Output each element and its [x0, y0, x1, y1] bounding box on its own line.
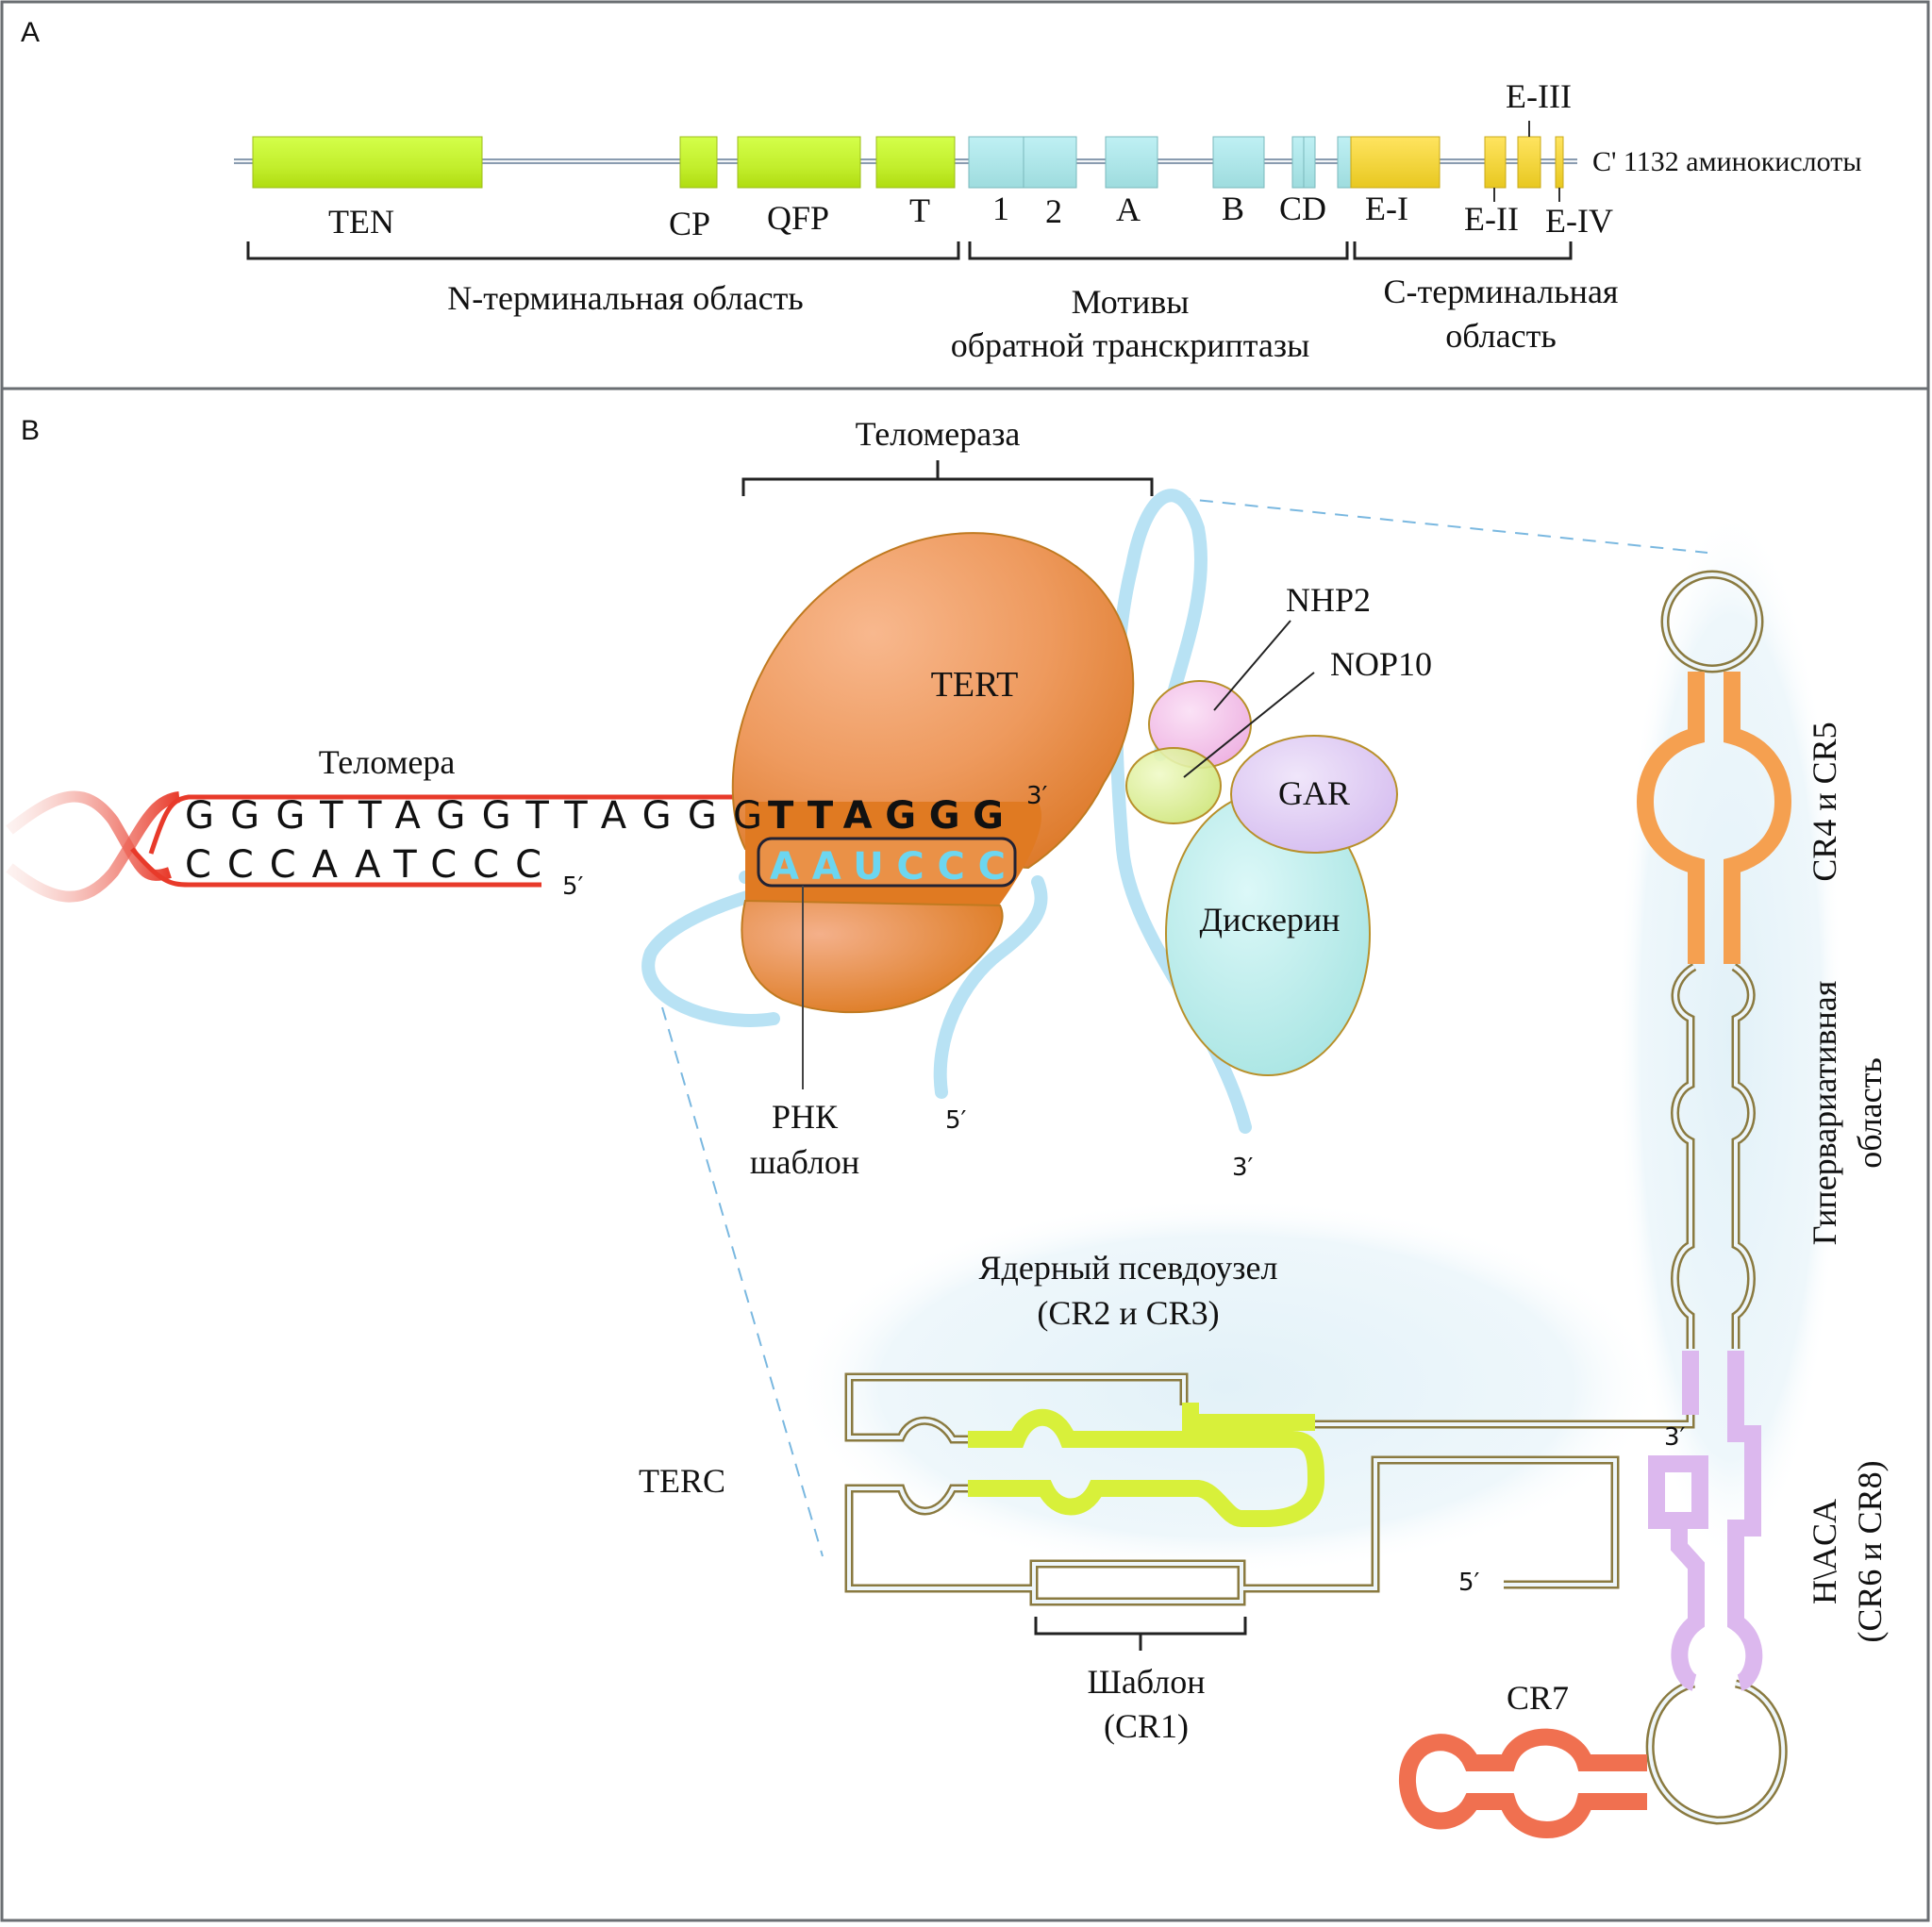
- domain-label: E-II: [1464, 200, 1519, 238]
- rt-motifs-label-2: обратной транскриптазы: [951, 326, 1310, 364]
- domain-e-iv: [1555, 136, 1564, 189]
- hypervariable-label-1: Гипервариативная: [1806, 981, 1843, 1246]
- domain-label: E-IV: [1545, 202, 1613, 240]
- nop10-label: NOP10: [1330, 645, 1432, 683]
- n-terminal-bracket: [246, 241, 960, 260]
- dyskerin-complex: GAR Дискерин NHP2 NOP10: [1125, 581, 1432, 1076]
- motif-e: [1337, 136, 1352, 189]
- dyskerin-label: Дискерин: [1200, 901, 1341, 939]
- domain-e-ii: [1484, 136, 1507, 189]
- cr7-domain: [1399, 1728, 1647, 1838]
- template-bracket: [1034, 1617, 1247, 1651]
- rna-5prime: 5′: [945, 1106, 967, 1135]
- rna-template-box: [757, 837, 1017, 888]
- c-terminus-label: C' 1132 аминокислоты: [1592, 146, 1862, 177]
- domain-label: E-III: [1506, 77, 1572, 115]
- gar-label: GAR: [1278, 774, 1350, 812]
- motif-a: [1105, 136, 1158, 189]
- c-terminal-label-1: С-терминальная: [1384, 273, 1619, 310]
- rna-template-label-1: РНК: [772, 1098, 839, 1136]
- telomerase-bracket: [741, 460, 1154, 496]
- motif-b: [1212, 136, 1265, 189]
- domain-e-iii: [1517, 136, 1541, 189]
- hypervariable-label-2: область: [1851, 1057, 1889, 1169]
- panel-a-letter: A: [21, 17, 40, 48]
- domain-label: CD: [1279, 190, 1326, 227]
- cr7-label: CR7: [1507, 1679, 1569, 1717]
- domain-e-i: [1350, 136, 1441, 189]
- domain-label: A: [1116, 191, 1141, 228]
- cr4-cr5-domain: [1636, 672, 1792, 964]
- domain-label: CP: [669, 205, 710, 242]
- haca-label-2: (CR6 и CR8): [1851, 1460, 1889, 1642]
- rna-template-label-2: шаблон: [750, 1143, 859, 1181]
- zoom-line-top: [1176, 497, 1708, 554]
- pseudoknot-label-2: (CR2 и CR3): [1037, 1294, 1219, 1332]
- terc-3prime: 3′: [1664, 1423, 1686, 1452]
- template-label-2: (CR1): [1104, 1707, 1189, 1745]
- pseudoknot-domain: [968, 1403, 1325, 1527]
- domain-ten: [252, 136, 483, 189]
- top-strand-3prime: 3′: [1026, 782, 1048, 810]
- domain-label: B: [1222, 190, 1244, 227]
- panel-b-letter: B: [21, 415, 40, 446]
- rna-3prime: 3′: [1232, 1154, 1254, 1182]
- cr4-cr5-label: CR4 и CR5: [1806, 722, 1843, 881]
- domain-cp: [679, 136, 718, 189]
- nhp2-label: NHP2: [1286, 581, 1371, 619]
- terc-structure: [844, 570, 1792, 1838]
- telomere-dna: [6, 790, 1009, 903]
- top-strand-plain: GGGTTAGGTTAGGG: [185, 794, 762, 838]
- rt-bracket: [968, 241, 1349, 260]
- terc-5prime: 5′: [1458, 1569, 1480, 1597]
- domain-label: E-I: [1365, 190, 1408, 227]
- c-terminal-label-2: область: [1445, 317, 1557, 355]
- zoom-line-bottom: [661, 1006, 824, 1557]
- domain-label: TEN: [328, 203, 394, 241]
- domain-label: 2: [1045, 192, 1062, 230]
- panel-b-frame: [0, 387, 1930, 1922]
- motif-2: [1023, 136, 1077, 189]
- pseudoknot-label-1: Ядерный псевдоузел: [979, 1249, 1278, 1287]
- telomerase-label: Теломераза: [856, 415, 1021, 453]
- tert-label: TERT: [931, 665, 1019, 705]
- telomere-label: Теломера: [319, 743, 456, 781]
- bottom-strand: CCCAATCCC: [185, 843, 541, 887]
- domain-t: [875, 136, 956, 189]
- tert-protein: TERT: [731, 532, 1135, 1014]
- domain-label: 1: [992, 190, 1009, 227]
- bottom-strand-5prime: 5′: [562, 872, 584, 901]
- panel-b: B Теломераза Теломера T: [6, 415, 1889, 1838]
- gar: [1230, 735, 1398, 854]
- rt-motifs-label-1: Мотивы: [1072, 283, 1190, 321]
- motif-1: [968, 136, 1024, 189]
- domain-qfp: [737, 136, 861, 189]
- panel-a: A TEN CP QFP T 1 2 A B CD: [21, 17, 1862, 364]
- haca-domain: [1648, 1351, 1763, 1691]
- n-terminal-label: N-терминальная область: [447, 279, 803, 317]
- template-label-1: Шаблон: [1088, 1663, 1206, 1701]
- domain-label: QFP: [767, 199, 829, 237]
- motif-c: [1291, 136, 1305, 189]
- haca-label-1: H\ACA: [1806, 1499, 1843, 1604]
- motif-d: [1303, 136, 1316, 189]
- terc-label: TERC: [639, 1462, 725, 1500]
- domain-label: T: [909, 191, 930, 229]
- c-terminal-bracket: [1353, 241, 1573, 260]
